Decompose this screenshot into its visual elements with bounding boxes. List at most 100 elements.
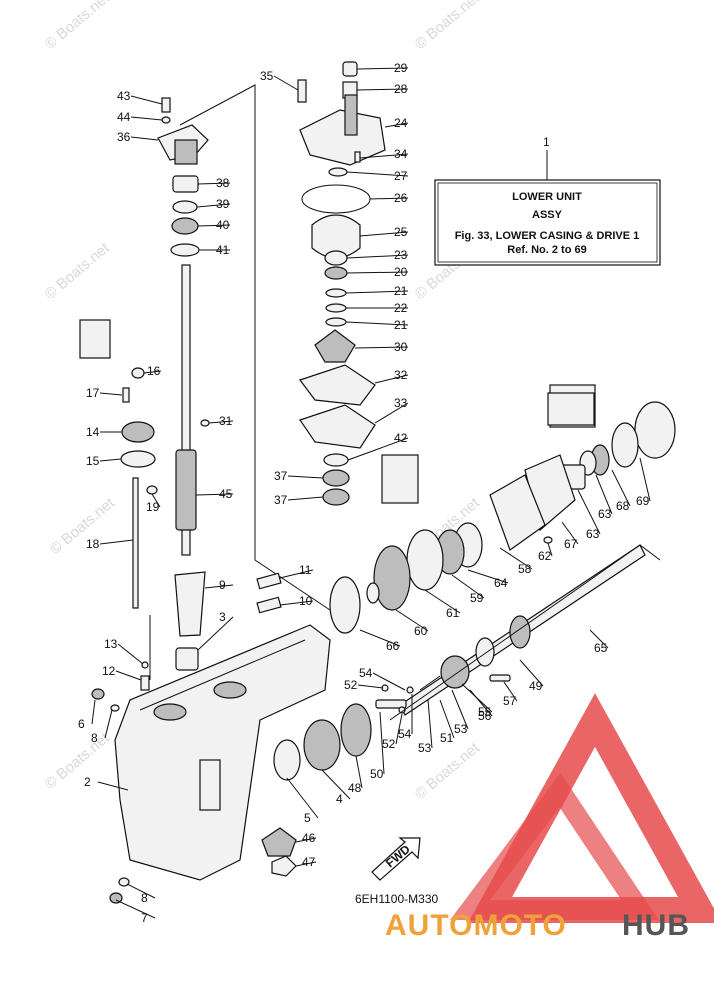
info-box-number: 1 bbox=[543, 135, 550, 149]
callout-leader-line bbox=[577, 489, 601, 535]
callout-label: 67 bbox=[564, 537, 578, 551]
callout-leader-line bbox=[97, 781, 129, 791]
callout-leader-line bbox=[151, 493, 161, 508]
callout-label: 11 bbox=[299, 563, 312, 577]
callout-leader-line bbox=[321, 769, 351, 800]
callout-leader-line bbox=[196, 203, 231, 208]
callout-leader-line bbox=[355, 755, 363, 789]
callout-label: 48 bbox=[348, 781, 362, 795]
callout-label: 53 bbox=[418, 741, 432, 755]
callout-label: 6 bbox=[78, 717, 85, 731]
callout-label: 59 bbox=[470, 591, 484, 605]
callout-leader-line bbox=[115, 899, 156, 919]
callout-leader-line bbox=[208, 420, 234, 424]
callout-label: 51 bbox=[440, 731, 454, 745]
callout-label: 38 bbox=[216, 176, 230, 190]
callout-leader-line bbox=[130, 116, 163, 121]
callout-leader-line bbox=[295, 861, 317, 867]
callout-label: 37 bbox=[274, 469, 288, 483]
callout-leader-line bbox=[345, 321, 409, 326]
callout-label: 29 bbox=[394, 61, 408, 75]
callout-leader-line bbox=[374, 374, 409, 384]
callout-label: 62 bbox=[538, 549, 552, 563]
callout-label: 15 bbox=[86, 454, 100, 468]
callout-leader-line bbox=[204, 584, 234, 589]
callout-label: 49 bbox=[529, 679, 543, 693]
callout-label: 21 bbox=[394, 318, 408, 332]
callout-leader-line bbox=[287, 475, 324, 479]
callout-label: 9 bbox=[219, 578, 226, 592]
callout-leader-line bbox=[347, 437, 409, 461]
callout-leader-line bbox=[589, 629, 609, 649]
callout-label: 28 bbox=[394, 82, 408, 96]
callout-leader-line bbox=[117, 643, 144, 665]
callout-label: 35 bbox=[260, 69, 274, 83]
callout-label: 7 bbox=[141, 911, 148, 925]
callout-leader-line bbox=[115, 670, 142, 681]
callout-label: 18 bbox=[86, 537, 100, 551]
callout-leader-line bbox=[104, 709, 113, 739]
callout-leader-line bbox=[384, 122, 409, 128]
brand-part2: HUB bbox=[622, 909, 690, 942]
callout-label: 19 bbox=[146, 500, 160, 514]
callout-leader-line bbox=[561, 521, 579, 545]
callout-label: 57 bbox=[503, 694, 517, 708]
callout-leader-line bbox=[595, 474, 613, 515]
callout-label: 14 bbox=[86, 425, 100, 439]
callout-leader-line bbox=[195, 493, 234, 496]
callout-leader-line bbox=[519, 659, 544, 687]
callout-leader-line bbox=[345, 290, 409, 294]
info-box-line2: ASSY bbox=[532, 209, 563, 221]
diagram-code: 6EH1100-M330 bbox=[355, 892, 438, 906]
callout-label: 33 bbox=[394, 396, 408, 410]
callout-label: 5 bbox=[304, 811, 311, 825]
callout-label: 3 bbox=[219, 610, 226, 624]
callout-label: 63 bbox=[586, 527, 600, 541]
callout-leader-line bbox=[461, 683, 493, 713]
callout-label: 43 bbox=[117, 89, 131, 103]
callout-leader-line bbox=[395, 609, 429, 632]
callout-label: 56 bbox=[478, 709, 492, 723]
callout-leader-line bbox=[639, 457, 651, 502]
callout-label: 52 bbox=[382, 737, 396, 751]
callout-leader-line bbox=[499, 547, 533, 570]
callout-leader-line bbox=[279, 569, 314, 579]
callout-leader-line bbox=[99, 539, 134, 545]
callout-leader-line bbox=[99, 458, 122, 462]
callout-leader-line bbox=[130, 95, 163, 105]
callout-label: 17 bbox=[86, 386, 100, 400]
callout-label: 54 bbox=[359, 666, 373, 680]
callout-leader-line bbox=[126, 883, 156, 899]
callout-label: 20 bbox=[394, 265, 408, 279]
callout-label: 34 bbox=[394, 147, 408, 161]
callout-label: 46 bbox=[302, 831, 316, 845]
callout-label: 27 bbox=[394, 169, 408, 183]
callout-leader-line bbox=[354, 346, 409, 349]
callout-leader-line bbox=[143, 370, 162, 374]
callout-label: 22 bbox=[394, 301, 408, 315]
callout-leader-line bbox=[611, 469, 631, 507]
callout-label: 65 bbox=[594, 641, 608, 655]
callout-label: 37 bbox=[274, 493, 288, 507]
info-box: 1 LOWER UNIT ASSY Fig. 33, LOWER CASING … bbox=[434, 135, 661, 266]
callout-leader-line bbox=[99, 392, 123, 396]
callout-leader-line bbox=[346, 271, 409, 274]
callout-label: 66 bbox=[386, 639, 400, 653]
callout-leader-line bbox=[197, 616, 234, 651]
brand-part1: AUTOMOTO bbox=[385, 909, 567, 942]
callout-leader-line bbox=[451, 574, 485, 599]
callout-label: 36 bbox=[117, 130, 131, 144]
brand-logo bbox=[450, 693, 714, 923]
callout-leader-line bbox=[357, 684, 384, 689]
callout-label: 61 bbox=[446, 606, 460, 620]
callout-label: 60 bbox=[414, 624, 428, 638]
callout-leader-line bbox=[547, 542, 553, 557]
callout-label: 13 bbox=[104, 637, 118, 651]
callout-label: 10 bbox=[299, 594, 313, 608]
callout-label: 21 bbox=[394, 284, 408, 298]
callout-leader-line bbox=[439, 699, 455, 739]
callout-leader-line bbox=[369, 197, 409, 200]
callout-label: 52 bbox=[344, 678, 358, 692]
callout-leader-line bbox=[467, 569, 509, 584]
